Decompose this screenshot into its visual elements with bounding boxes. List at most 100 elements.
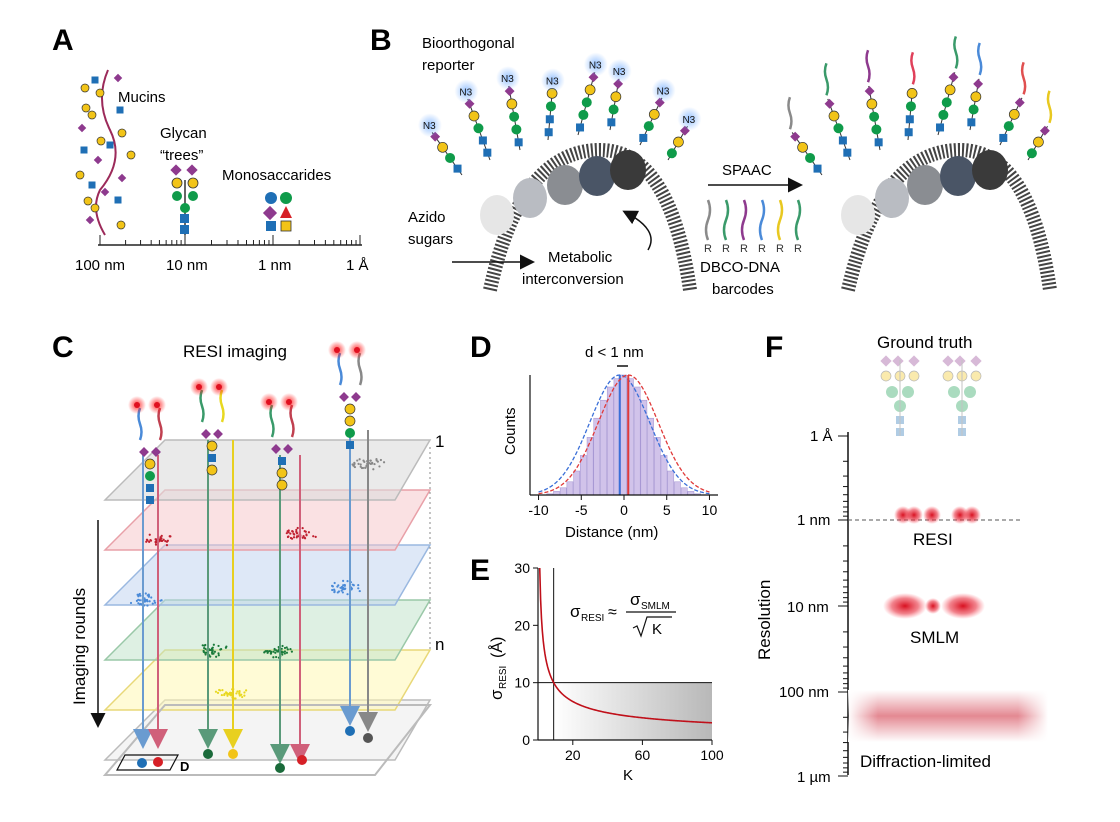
reporter-label-line2: reporter [422,57,475,74]
svg-text:N3: N3 [501,74,514,85]
eq-numerator: σ [630,590,641,609]
d-xtick-label: 10 [702,502,718,518]
eq-numerator-sub: SMLM [641,601,670,612]
dbco-label-line1: DBCO-DNA [700,259,780,276]
d-xlabel: Distance (nm) [565,524,658,541]
dbco-label-line2: barcodes [712,281,774,298]
svg-text:N3: N3 [423,121,436,132]
distance-histogram: -10-50510 [528,375,718,518]
e-ytick-label: 30 [514,560,530,576]
svg-text:N3: N3 [613,67,626,78]
e-ytick-label: 20 [514,617,530,633]
svg-text:R: R [704,243,712,255]
smlm-label: SMLM [910,628,959,647]
svg-text:N3: N3 [459,87,472,98]
panel-c-letter: C [52,331,74,364]
resi-imaging-title: RESI imaging [183,342,287,361]
smlm-spots [883,593,985,619]
svg-text:R: R [722,243,730,255]
glycan-label-line2: “trees” [160,147,203,164]
panel-b-letter: B [370,24,392,57]
svg-text:N3: N3 [657,86,670,97]
scale-tick-10nm: 10 nm [166,257,208,274]
histogram-bar [674,482,680,495]
round-first-label: 1 [435,432,444,451]
glycans-right [788,36,1051,175]
proteins-right [841,150,1008,235]
reporter-label-line1: Bioorthogonal [422,35,515,52]
monosaccharide-set [263,192,292,231]
diffraction-label: Diffraction-limited [860,752,991,771]
panel-d-letter: D [470,331,492,364]
eq-denominator: K [652,621,662,638]
eq-lhs-sub: RESI [581,613,604,624]
spaac-label: SPAAC [722,162,772,179]
f-tick-1a: 1 Å [810,428,833,445]
svg-text:R: R [794,243,802,255]
e-xlabel: K [623,767,633,784]
panel-f: F Ground truth 1 Å 1 nm 10 nm 100 nm 1 µ… [755,331,1048,786]
panel-a-letter: A [52,24,74,57]
f-tick-1nm: 1 nm [797,512,830,529]
f-ylabel: Resolution [755,580,774,660]
histogram-bar [600,400,606,495]
panel-f-letter: F [765,331,783,364]
histogram-bar [641,400,647,495]
panel-d: D d < 1 nm -10-50510 Counts Distance (nm… [470,331,718,541]
svg-text:R: R [758,243,766,255]
d-annotation: d < 1 nm [585,344,644,361]
round-last-label: n [435,635,444,654]
d-ylabel: Counts [502,407,519,455]
panel-b: B Bioorthogonal reporter N3N3N3N3N3N3N3N… [370,24,1051,298]
histogram-bar [560,488,566,495]
ground-truth-label: Ground truth [877,333,972,352]
mucins-label: Mucins [118,89,166,106]
e-ylabel-sigma: σ [487,689,506,700]
sigma-resi-chart: 20601000102030 [514,560,723,763]
e-xtick-label: 20 [565,747,581,763]
scale-ticks [100,235,360,245]
metabolic-label-line2: interconversion [522,271,624,288]
resi-equation: σ RESI ≈ σ SMLM K [570,590,676,638]
metabolic-arrow [625,212,651,250]
diffraction-blob [848,690,1048,742]
eq-approx: ≈ [608,604,617,621]
histogram-bar [567,482,573,495]
monosaccharides-label: Monosaccarides [222,167,331,184]
d-xtick-label: -10 [528,502,548,518]
d-xtick-label: 5 [663,502,671,518]
eq-lhs: σ [570,602,581,621]
histogram-bar [661,455,667,495]
svg-text:N3: N3 [589,60,602,71]
panel-c: C RESI imaging 1 n Imaging rounds D [52,331,444,775]
e-ytick-label: 10 [514,675,530,691]
e-ylabel-unit: (Å) [487,637,506,658]
glycan-label-line1: Glycan [160,125,207,142]
scale-tick-1a: 1 Å [346,257,369,274]
f-tick-1um: 1 µm [797,769,831,786]
svg-text:N3: N3 [546,76,559,87]
dna-barcodes: RRRRRR [704,200,802,255]
scale-tick-100nm: 100 nm [75,257,125,274]
e-xtick-label: 100 [700,747,724,763]
e-ylabel-sub: RESI [498,666,509,689]
azido-label-line1: Azido [408,209,446,226]
resi-label: RESI [913,530,953,549]
histogram-bar [634,387,640,495]
d-box-label: D [180,759,189,774]
panel-e-letter: E [470,554,490,587]
e-ylabel: σ RESI (Å) [487,637,509,700]
histogram-bar [668,471,674,495]
histogram-bar [607,387,613,495]
svg-text:N3: N3 [682,115,695,126]
histogram-bar [574,471,580,495]
panel-a: A Mucins Glycan “trees” Monosaccarides [52,24,369,274]
scale-tick-1nm: 1 nm [258,257,291,274]
svg-text:R: R [776,243,784,255]
ground-truth-glycans [880,355,981,436]
azido-label-line2: sugars [408,231,453,248]
histogram-bar [621,375,627,495]
panel-e: E 20601000102030 σ RESI (Å) K σ RESI ≈ σ… [470,554,724,784]
d-xtick-label: 0 [620,502,628,518]
